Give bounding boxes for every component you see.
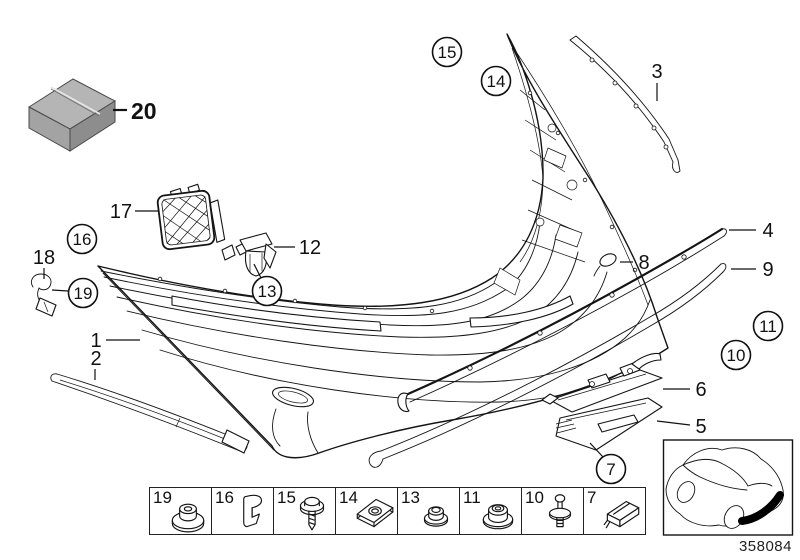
- callout-12[interactable]: 12: [299, 237, 321, 259]
- callout-circle-16[interactable]: [66, 223, 98, 255]
- channel-clip-icon: [599, 491, 645, 533]
- legend-number: 15: [277, 488, 296, 507]
- shock-absorber-6: [541, 352, 663, 413]
- callout-10[interactable]: 10: [727, 346, 746, 365]
- callout-5-line: [656, 420, 691, 426]
- trim-strip-3: [569, 35, 681, 173]
- callout-2[interactable]: 2: [90, 348, 101, 370]
- washer-screw-icon: [289, 491, 335, 533]
- part-20-box: [28, 78, 117, 152]
- towing-hook-18: [30, 273, 57, 317]
- car-thumbnail: [662, 439, 794, 536]
- callout-circle-13[interactable]: [251, 275, 283, 307]
- legend-item-11[interactable]: 11: [460, 488, 522, 534]
- callout-8[interactable]: 8: [638, 252, 649, 274]
- legend-number: 7: [587, 488, 597, 507]
- legend-number: 11: [463, 488, 481, 507]
- legend-item-16[interactable]: 16: [212, 488, 274, 534]
- rear-bumper-highlight: [738, 491, 784, 525]
- legend-number: 10: [525, 488, 544, 507]
- legend-item-10[interactable]: 10: [522, 488, 584, 534]
- callout-18[interactable]: 18: [33, 247, 55, 269]
- callout-circle-10[interactable]: [720, 339, 752, 371]
- bumper-corner-detail: [493, 46, 649, 306]
- fastener-legend: 19 16 15 14 13 11 10 7: [149, 487, 646, 535]
- expansion-rivet-icon: [537, 491, 583, 533]
- legend-number: 16: [215, 488, 234, 507]
- callout-circle-7[interactable]: [595, 453, 627, 485]
- callout-circle-11[interactable]: [752, 310, 784, 342]
- callout-19-line: [51, 289, 69, 292]
- callout-13-line: [253, 263, 262, 279]
- callout-13[interactable]: 13: [258, 282, 277, 301]
- callout-1[interactable]: 1: [90, 330, 101, 352]
- callout-16[interactable]: 16: [73, 230, 92, 249]
- callout-circle-14[interactable]: [480, 65, 512, 97]
- callout-7-line: [589, 442, 604, 458]
- legend-item-19[interactable]: 19: [150, 488, 212, 534]
- callout-9[interactable]: 9: [762, 259, 773, 281]
- legend-number: 19: [153, 488, 172, 507]
- bracket-12: [221, 232, 277, 277]
- callout-17[interactable]: 17: [110, 201, 132, 223]
- callout-4[interactable]: 4: [762, 220, 773, 242]
- callout-circle-15[interactable]: [431, 36, 463, 68]
- callout-6[interactable]: 6: [695, 379, 706, 401]
- callout-3[interactable]: 3: [651, 61, 662, 83]
- reflector: [271, 386, 315, 408]
- callout-19[interactable]: 19: [74, 284, 93, 303]
- callout-5[interactable]: 5: [695, 416, 706, 438]
- legend-item-15[interactable]: 15: [274, 488, 336, 534]
- callout-15[interactable]: 15: [438, 43, 457, 62]
- callout-11[interactable]: 11: [759, 317, 777, 336]
- legend-item-14[interactable]: 14: [336, 488, 398, 534]
- mesh-grille-17: [156, 183, 226, 251]
- speed-nut-icon: [351, 491, 397, 533]
- callout-7[interactable]: 7: [606, 460, 615, 479]
- legend-item-7[interactable]: 7: [584, 488, 645, 534]
- trim-strip-9: [368, 263, 727, 468]
- flange-lock-nut-icon: [475, 491, 521, 533]
- towing-eye-cover-8: [593, 253, 617, 277]
- callout-20[interactable]: 20: [131, 98, 157, 124]
- flange-nut-small-icon: [413, 491, 459, 533]
- tray-5: [555, 397, 663, 451]
- trim-strip-4: [397, 227, 727, 413]
- callout-14[interactable]: 14: [487, 72, 506, 91]
- callouts: 20 3 4 9 8 12 17 18 12 6 5 15 14 16 19 13 11 10 7: [33, 36, 784, 485]
- trim-strip-2: [50, 373, 250, 454]
- drawing-number: 358084: [738, 538, 792, 555]
- callout-circle-19[interactable]: [67, 277, 99, 309]
- legend-item-13[interactable]: 13: [398, 488, 460, 534]
- legend-number: 13: [401, 488, 420, 507]
- sheet-clip-icon: [227, 491, 273, 533]
- legend-number: 14: [339, 488, 358, 507]
- flange-washer-nut-icon: [165, 491, 211, 533]
